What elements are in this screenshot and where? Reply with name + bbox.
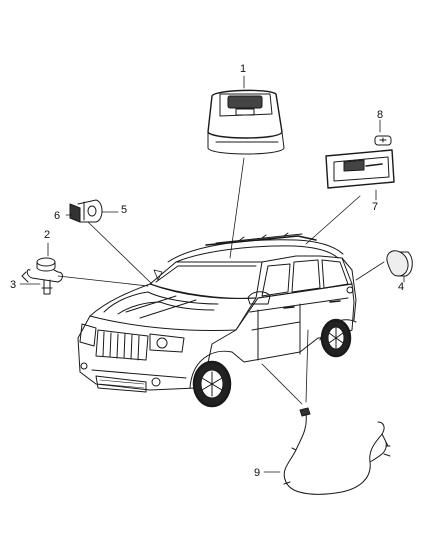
grille — [95, 329, 149, 361]
part-4-lamp — [386, 250, 413, 277]
part-2-3-sensor — [21, 257, 63, 295]
callout-5: 5 — [121, 204, 127, 216]
callout-6: 6 — [54, 210, 60, 222]
callout-4: 4 — [398, 281, 404, 293]
callout-7: 7 — [372, 201, 378, 213]
callout-9: 9 — [254, 467, 260, 479]
callout-1: 1 — [240, 63, 246, 75]
front-wheel — [189, 350, 233, 408]
vehicle-outline — [77, 232, 357, 408]
part-9-wiring-harness — [283, 407, 391, 495]
callout-2: 2 — [44, 229, 50, 241]
callout-8: 8 — [377, 109, 383, 121]
part-5-6-sensor — [69, 199, 103, 223]
part-8-bulb — [374, 135, 392, 146]
part-7-dome-lamp — [325, 149, 395, 189]
leader-lines — [19, 75, 405, 473]
callout-3: 3 — [10, 279, 16, 291]
rear-wheel — [319, 318, 357, 358]
part-1-overhead-console — [207, 89, 285, 155]
